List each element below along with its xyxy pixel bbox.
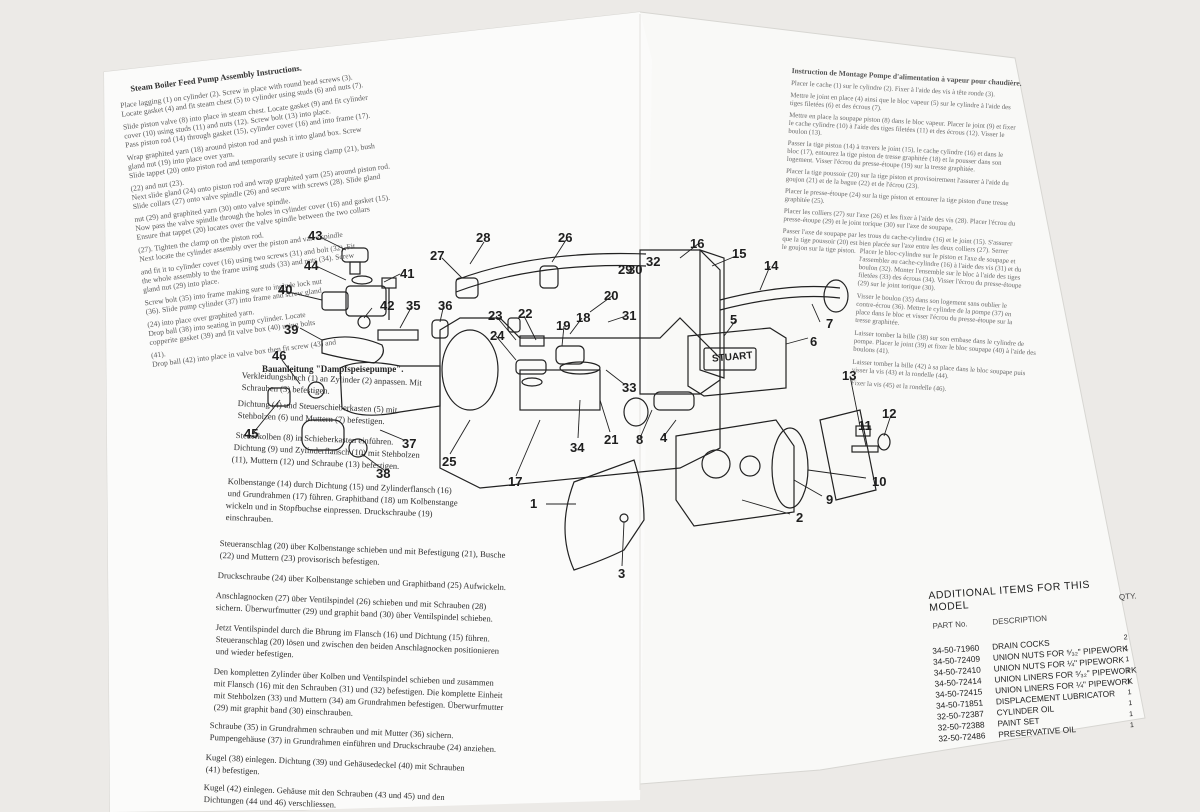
bolt-35: [377, 329, 419, 341]
part-callout: 5: [730, 312, 738, 327]
part-callout: 2: [796, 510, 804, 525]
part-callout: 15: [732, 246, 747, 261]
additional-items-table: ADDITIONAL ITEMS FOR THIS MODEL PART No.…: [928, 576, 1138, 745]
part-callout: 16: [690, 236, 705, 251]
ball-42: [357, 315, 371, 329]
part-qty: 2: [1123, 634, 1128, 642]
piston-valve-8: [653, 391, 695, 411]
part-callout: 13: [842, 368, 857, 383]
part-callout: 1: [530, 496, 538, 511]
yarn-18: [559, 361, 601, 375]
part-callout: 20: [604, 288, 619, 303]
part-callout: 41: [400, 266, 415, 281]
part-callout: 25: [442, 454, 457, 469]
part-callout: 24: [490, 328, 505, 343]
steam-chest-5: [687, 327, 787, 397]
part-callout: 26: [558, 230, 573, 245]
part-callout: 38: [376, 466, 391, 481]
part-qty: 1: [1127, 689, 1132, 697]
valve-spindle-26: [455, 252, 647, 281]
cylinder-2: [675, 419, 795, 527]
part-callout: 14: [764, 258, 779, 273]
part-qty: 1: [1128, 711, 1134, 719]
part-callout: 17: [508, 474, 523, 489]
part-callout: 29: [618, 262, 633, 277]
gland-24: [515, 359, 547, 375]
part-callout: 21: [604, 432, 619, 447]
pump-cylinder-37: [339, 361, 441, 416]
part-callout: 46: [272, 348, 287, 363]
part-callout: 28: [476, 230, 491, 245]
part-callout: 8: [636, 432, 644, 447]
part-callout: 4: [660, 430, 668, 445]
collar-27: [455, 277, 479, 299]
part-callout: 22: [518, 306, 533, 321]
gasket-39: [321, 336, 384, 364]
col-part-header: PART No.: [932, 619, 968, 631]
part-callout: 39: [284, 322, 299, 337]
piston-rod-14: [719, 285, 841, 301]
washer-44: [351, 275, 373, 285]
part-qty: 1: [1126, 678, 1132, 686]
screw-3: [619, 513, 629, 523]
bolt-13: [855, 425, 871, 437]
col-qty-header: QTY.: [1118, 591, 1137, 602]
part-qty: 1: [1129, 721, 1135, 730]
part-qty: 1: [1128, 700, 1133, 708]
part-callout: 30: [628, 262, 643, 277]
gasket-15: [699, 249, 725, 379]
part-callout: 10: [872, 474, 887, 489]
part-callout: 12: [882, 406, 897, 421]
union-45: [301, 419, 345, 451]
part-callout: 6: [810, 334, 818, 349]
ball-38: [348, 438, 368, 458]
part-callout: 44: [304, 258, 319, 273]
part-callout: 31: [622, 308, 637, 323]
part-callout: 37: [402, 436, 417, 451]
part-callout: 9: [826, 492, 834, 507]
part-callout: 18: [576, 310, 591, 325]
ball-46: [307, 381, 325, 399]
part-callout: 45: [244, 426, 259, 441]
part-qty: 1: [1125, 656, 1130, 664]
part-callout: 34: [570, 440, 585, 455]
part-callout: 42: [380, 298, 395, 313]
part-callout: 27: [430, 248, 445, 263]
gland-nut-19: [555, 345, 585, 365]
col-desc-header: DESCRIPTION: [992, 613, 1048, 627]
lagging-1: [564, 459, 645, 571]
part-callout: 11: [858, 418, 872, 433]
part-qty: 1: [1124, 645, 1129, 653]
part-qty: 1: [1125, 667, 1131, 675]
part-callout: 35: [406, 298, 421, 313]
part-callout: 40: [278, 282, 293, 297]
part-callout: 36: [438, 298, 453, 313]
part-callout: 23: [488, 308, 503, 323]
stud-11: [851, 445, 879, 453]
gasket-9: [771, 427, 809, 509]
part-callout: 32: [646, 254, 661, 269]
tappet-20: [507, 317, 521, 333]
part-callout: 33: [622, 380, 637, 395]
nut-12: [877, 433, 891, 451]
part-callout: 3: [618, 566, 626, 581]
part-callout: 43: [308, 228, 323, 243]
part-callout: 19: [556, 318, 571, 333]
part-callout: 7: [826, 316, 834, 331]
